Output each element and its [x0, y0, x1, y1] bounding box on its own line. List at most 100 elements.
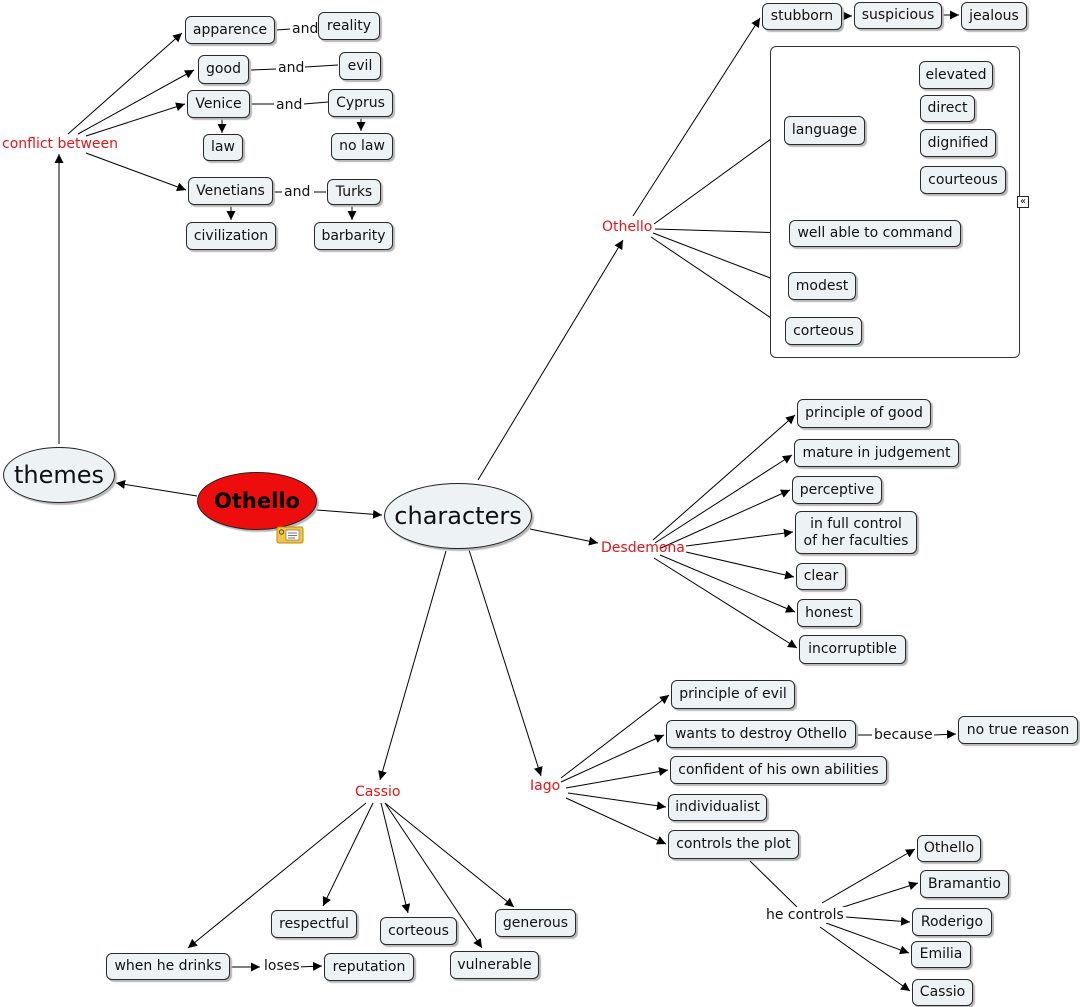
connector-line [303, 101, 329, 105]
note-attachment-icon[interactable] [276, 526, 304, 544]
connector-line [115, 479, 198, 497]
node-center-othello[interactable]: Othello [197, 472, 317, 530]
link-and-2: and [277, 60, 306, 76]
connector-line [187, 802, 367, 949]
node-when-he-drinks[interactable]: when he drinks [106, 953, 230, 980]
node-venice[interactable]: Venice [187, 90, 250, 118]
node-honest[interactable]: honest [797, 599, 861, 627]
node-evil[interactable]: evil [339, 52, 381, 80]
connector-line [380, 802, 411, 914]
node-jealous[interactable]: jealous [961, 2, 1027, 30]
connector-line [652, 414, 796, 541]
node-control-bramantio[interactable]: Bramantio [920, 870, 1009, 898]
node-in-full-control[interactable]: in full control of her faculties [795, 511, 917, 554]
node-modest[interactable]: modest [788, 272, 856, 300]
connector-line [825, 922, 910, 955]
node-themes[interactable]: themes [3, 447, 115, 503]
node-courteous[interactable]: courteous [920, 166, 1006, 194]
connector-line [654, 228, 788, 238]
connector-line [384, 802, 515, 908]
connector-line [659, 554, 796, 613]
connector-line [933, 729, 957, 739]
node-individualist[interactable]: individualist [668, 794, 767, 821]
node-wants-to-destroy-othello[interactable]: wants to destroy Othello [666, 720, 856, 748]
node-controls-the-plot[interactable]: controls the plot [668, 830, 799, 859]
connector-line [654, 454, 793, 544]
node-clear[interactable]: clear [796, 563, 846, 590]
connector-line [567, 792, 667, 811]
label-conflict-between: conflict between [2, 136, 119, 152]
node-generous[interactable]: generous [495, 909, 576, 937]
connector-line [749, 860, 798, 908]
connector-line [685, 528, 794, 547]
link-loses: loses [263, 958, 301, 974]
node-respectful[interactable]: respectful [271, 910, 357, 938]
connector-line [565, 797, 667, 845]
node-dignified[interactable]: dignified [920, 129, 996, 157]
node-no-law[interactable]: no law [331, 133, 393, 160]
node-corteous-cassio[interactable]: corteous [380, 917, 457, 945]
connector-line [560, 734, 665, 783]
node-cyprus[interactable]: Cyprus [328, 89, 393, 117]
link-and-1: and [291, 21, 320, 37]
connector-line [660, 489, 791, 549]
connector-line [652, 232, 787, 285]
node-well-able-to-command[interactable]: well able to command [789, 220, 961, 247]
node-venetians[interactable]: Venetians [188, 177, 273, 205]
node-barbarity[interactable]: barbarity [314, 222, 393, 250]
node-elevated[interactable]: elevated [919, 61, 993, 89]
node-language[interactable]: language [784, 116, 865, 145]
node-control-othello[interactable]: Othello [917, 835, 981, 862]
connector-line [819, 926, 911, 992]
node-stubborn[interactable]: stubborn [762, 3, 842, 30]
connector-line [833, 881, 919, 911]
node-characters[interactable]: characters [384, 483, 532, 549]
connector-line [378, 550, 447, 781]
node-control-emilia[interactable]: Emilia [911, 941, 971, 968]
node-confident[interactable]: confident of his own abilities [670, 756, 887, 784]
connector-line [322, 802, 374, 907]
label-iago: Iago [530, 778, 561, 794]
connector-line [276, 28, 291, 31]
label-othello: Othello [602, 219, 653, 235]
node-civilization[interactable]: civilization [186, 222, 276, 250]
node-reality[interactable]: reality [318, 12, 380, 40]
connector-line [653, 130, 783, 225]
othello-traits-frame [770, 46, 1020, 358]
node-no-true-reason[interactable]: no true reason [958, 716, 1078, 744]
link-he-controls: he controls [765, 907, 845, 923]
node-direct[interactable]: direct [920, 95, 975, 122]
node-incorruptible[interactable]: incorruptible [799, 635, 906, 664]
connector-line [67, 32, 183, 135]
node-mature-in-judgement[interactable]: mature in judgement [794, 439, 959, 467]
connector-line [85, 152, 187, 192]
node-control-cassio[interactable]: Cassio [912, 979, 973, 1006]
node-suspicious[interactable]: suspicious [854, 2, 942, 29]
node-turks[interactable]: Turks [327, 179, 381, 205]
node-principle-of-evil[interactable]: principle of evil [671, 680, 795, 709]
node-reputation[interactable]: reputation [324, 953, 414, 981]
connector-line [384, 802, 483, 949]
node-law[interactable]: law [203, 134, 243, 161]
connector-line [632, 17, 761, 217]
collapse-icon[interactable]: « [1017, 196, 1029, 208]
node-good[interactable]: good [198, 55, 249, 84]
label-cassio: Cassio [355, 784, 401, 800]
connector-line [85, 102, 186, 137]
node-apparence[interactable]: apparence [185, 16, 275, 44]
connector-line [560, 694, 670, 779]
connector-line [304, 64, 339, 68]
connector-line [565, 767, 669, 789]
node-control-roderigo[interactable]: Roderigo [912, 908, 992, 936]
node-vulnerable[interactable]: vulnerable [450, 951, 539, 979]
connector-line [297, 961, 323, 971]
connector-line [845, 916, 911, 926]
node-perceptive[interactable]: perceptive [792, 476, 882, 504]
node-principle-of-good[interactable]: principle of good [797, 399, 931, 428]
label-desdemona: Desdemona [601, 540, 685, 556]
connector-line [468, 549, 543, 777]
node-corteous-othello[interactable]: corteous [785, 317, 862, 345]
connector-line [821, 848, 916, 904]
